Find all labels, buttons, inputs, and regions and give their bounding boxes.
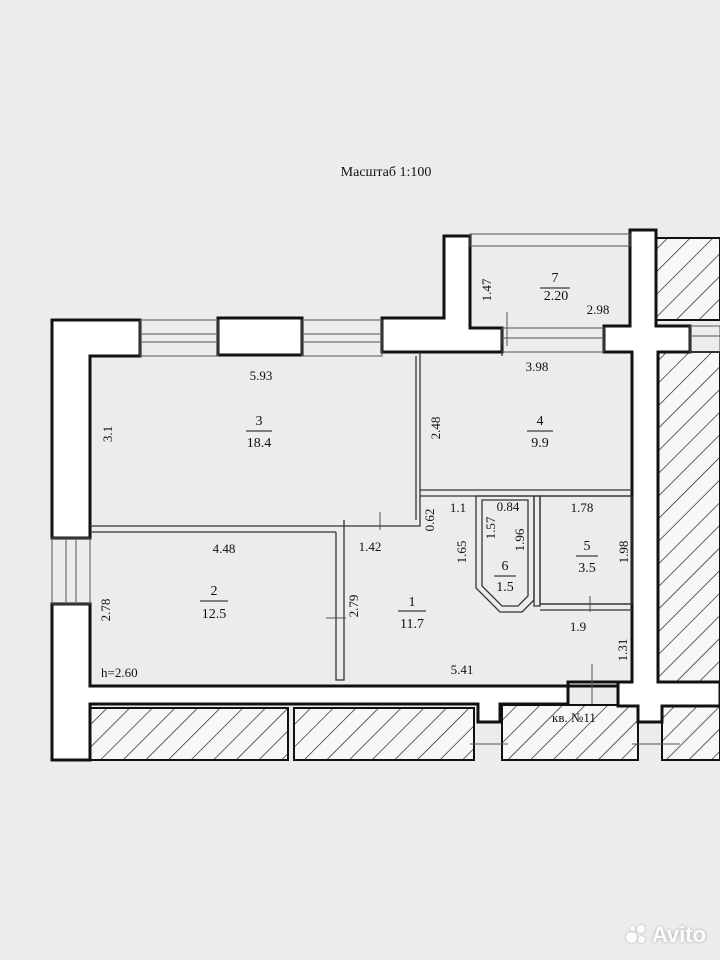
interior-partitions <box>90 312 680 745</box>
dim-142: 1.42 <box>359 539 382 554</box>
dim-11: 1.1 <box>450 500 466 515</box>
room-2-number: 2 <box>211 584 218 599</box>
dim-198: 1.98 <box>616 541 631 564</box>
dim-084: 0.84 <box>497 499 520 514</box>
hatched-area-bottom-far-right <box>661 704 720 761</box>
dim-279: 2.79 <box>346 595 361 618</box>
room-3-number: 3 <box>256 414 263 429</box>
dim-157: 1.57 <box>483 516 498 539</box>
dim-room3-height: 3.1 <box>100 426 115 442</box>
dim-room2-width: 4.48 <box>213 541 236 556</box>
room-3-area: 18.4 <box>247 436 272 451</box>
room-5-number: 5 <box>584 539 591 554</box>
room-6-number: 6 <box>502 559 509 574</box>
outer-walls <box>50 228 720 762</box>
apartment-number-label: кв. №11 <box>552 710 596 725</box>
dim-19: 1.9 <box>570 619 586 634</box>
dim-room2-height: 2.78 <box>98 599 113 622</box>
hatched-area-bottom-right <box>501 704 639 761</box>
dim-room1-length: 5.41 <box>451 662 474 677</box>
dim-room7-height: 1.47 <box>479 278 494 301</box>
hatched-area-right-top <box>655 237 720 321</box>
scale-title: Масштаб 1:100 <box>341 165 432 180</box>
dim-062: 0.62 <box>422 509 437 532</box>
room-6-area: 1.5 <box>496 580 514 595</box>
room-7-area: 2.20 <box>544 289 569 304</box>
room-1-area: 11.7 <box>400 617 424 632</box>
dim-131: 1.31 <box>615 639 630 662</box>
dim-178: 1.78 <box>571 500 594 515</box>
dimension-labels: 1.47 2.98 3.98 5.93 3.1 2.48 0.62 1.1 0.… <box>98 278 631 677</box>
dim-room3-width: 5.93 <box>250 368 273 383</box>
room-2-area: 12.5 <box>202 607 227 622</box>
hatched-area-bottom-mid <box>293 707 475 761</box>
room-1-number: 1 <box>409 595 416 610</box>
avito-watermark-text: Avito <box>651 922 706 947</box>
room-5-area: 3.5 <box>578 561 596 576</box>
avito-logo-icon <box>625 924 648 946</box>
dim-room7-width: 2.98 <box>587 302 610 317</box>
ceiling-height-label: h=2.60 <box>101 665 138 680</box>
dim-196: 1.96 <box>512 528 527 551</box>
room-4-area: 9.9 <box>531 436 549 451</box>
dim-165: 1.65 <box>454 541 469 564</box>
room-4-number: 4 <box>537 414 544 429</box>
room-7-number: 7 <box>552 271 559 286</box>
windows <box>51 233 720 605</box>
avito-watermark: Avito <box>625 922 706 948</box>
room-labels: 3 18.4 4 9.9 7 2.20 2 12.5 1 11.7 5 3.5 … <box>200 271 598 632</box>
hatched-area-right <box>657 351 720 683</box>
dim-room4-height: 2.48 <box>428 417 443 440</box>
dim-room4-width: 3.98 <box>526 359 549 374</box>
hatched-area-bottom-left <box>89 707 289 761</box>
